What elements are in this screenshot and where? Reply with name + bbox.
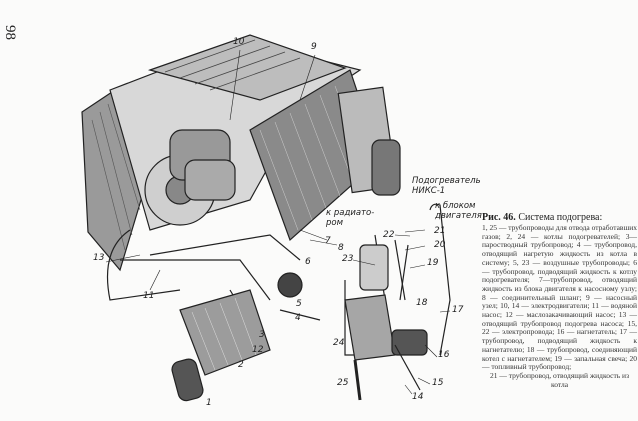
caption-body: 1, 25 — трубопроводы для отвода отработа… [482, 223, 637, 372]
label-11: 11 [143, 291, 155, 301]
caption-title: Рис. 46. Система подогрева: [482, 212, 637, 224]
label-7: 7 [325, 236, 331, 246]
label-9: 9 [311, 42, 317, 52]
label-8: 8 [338, 243, 344, 253]
label-16: 16 [438, 350, 450, 360]
label-3: 3 [259, 330, 265, 340]
caption-fig-label: Рис. 46. [482, 212, 516, 223]
label-14: 14 [412, 392, 424, 402]
label-4: 4 [295, 313, 301, 323]
label-25: 25 [337, 378, 349, 388]
label-24: 24 [333, 338, 345, 348]
caption-title-text: Система подогрева: [518, 212, 603, 223]
label-23: 23 [342, 254, 354, 264]
label-6: 6 [305, 257, 311, 267]
label-22: 22 [383, 230, 395, 240]
figure-caption: Рис. 46. Система подогрева: 1, 25 — труб… [482, 212, 637, 389]
label-1: 1 [206, 398, 212, 408]
caption-ending: 21 — трубопровод, отводящий жидкость из … [489, 370, 630, 389]
label-18: 18 [416, 298, 428, 308]
label-13: 13 [93, 253, 105, 263]
annotation-heater: Подогреватель НИКС-1 [412, 176, 481, 196]
annotation-radiator: к радиато-ром [326, 208, 375, 228]
label-19: 19 [427, 258, 439, 268]
label-20: 20 [434, 240, 446, 250]
label-2: 2 [238, 360, 244, 370]
label-10: 10 [233, 37, 245, 47]
label-21: 21 [434, 226, 446, 236]
label-17: 17 [452, 305, 464, 315]
label-5: 5 [296, 299, 302, 309]
heater-boiler-24 [344, 294, 396, 361]
label-15: 15 [432, 378, 444, 388]
annotation-engine-block: к блоком двигателя [435, 201, 482, 221]
label-12: 12 [252, 345, 264, 355]
heater-boiler-2 [179, 289, 271, 376]
